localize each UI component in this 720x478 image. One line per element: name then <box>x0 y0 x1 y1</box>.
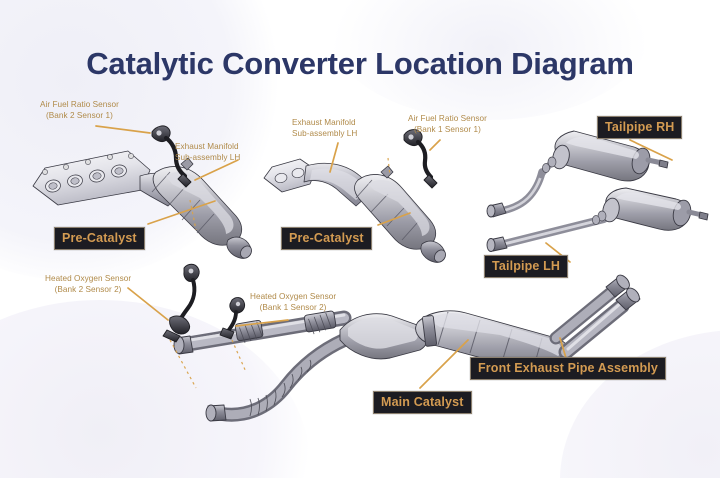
callout-line-2: (Bank 2 Sensor 1) <box>46 110 113 120</box>
callout-line-1: Air Fuel Ratio Sensor <box>40 100 119 109</box>
callout-line-1: Heated Oxygen Sensor <box>250 292 337 301</box>
callout-air-fuel-ratio-sensor-bank1: Air Fuel Ratio Sensor (Bank 1 Sensor 1) <box>408 114 487 135</box>
callout-heated-oxygen-sensor-bank2: Heated Oxygen Sensor (Bank 2 Sensor 2) <box>45 274 131 295</box>
callout-line-2: (Bank 2 Sensor 2) <box>54 284 122 294</box>
main-exhaust-assembly <box>173 274 641 422</box>
label-tailpipe-rh[interactable]: Tailpipe RH <box>597 116 683 139</box>
middle-manifold-assembly <box>263 158 446 263</box>
air-fuel-ratio-sensor-bank1-part <box>403 129 438 189</box>
callout-line-2: Sub-assembly LH <box>292 128 358 138</box>
air-fuel-ratio-sensor-bank2-part <box>151 125 192 188</box>
heated-oxygen-sensor-bank1-part <box>219 297 246 340</box>
page-title: Catalytic Converter Location Diagram <box>86 46 634 81</box>
label-main-catalyst[interactable]: Main Catalyst <box>373 391 472 414</box>
callout-line-1: Exhaust Manifold <box>175 142 239 151</box>
callout-line-1: Heated Oxygen Sensor <box>45 274 132 283</box>
label-pre-catalyst-middle[interactable]: Pre-Catalyst <box>281 227 372 250</box>
label-front-exhaust-pipe-assembly[interactable]: Front Exhaust Pipe Assembly <box>470 357 667 380</box>
callout-exhaust-manifold-lh-middle: Exhaust Manifold Sub-assembly LH <box>292 118 357 139</box>
label-tailpipe-lh[interactable]: Tailpipe LH <box>484 255 569 278</box>
callout-air-fuel-ratio-sensor-bank2: Air Fuel Ratio Sensor (Bank 2 Sensor 1) <box>40 100 119 121</box>
label-pre-catalyst-left[interactable]: Pre-Catalyst <box>54 227 145 250</box>
callout-line-2: (Bank 1 Sensor 1) <box>414 124 481 134</box>
callout-exhaust-manifold-lh-left: Exhaust Manifold Sub-assembly LH <box>175 142 240 163</box>
tailpipe-lh-part <box>486 187 709 252</box>
heated-oxygen-sensor-bank2-part <box>162 263 200 343</box>
callout-line-1: Exhaust Manifold <box>292 118 356 127</box>
callout-line-2: (Bank 1 Sensor 2) <box>259 302 327 312</box>
callout-line-1: Air Fuel Ratio Sensor <box>408 114 487 123</box>
callout-line-2: Sub-assembly LH <box>175 152 241 162</box>
callout-heated-oxygen-sensor-bank1: Heated Oxygen Sensor (Bank 1 Sensor 2) <box>250 292 336 313</box>
